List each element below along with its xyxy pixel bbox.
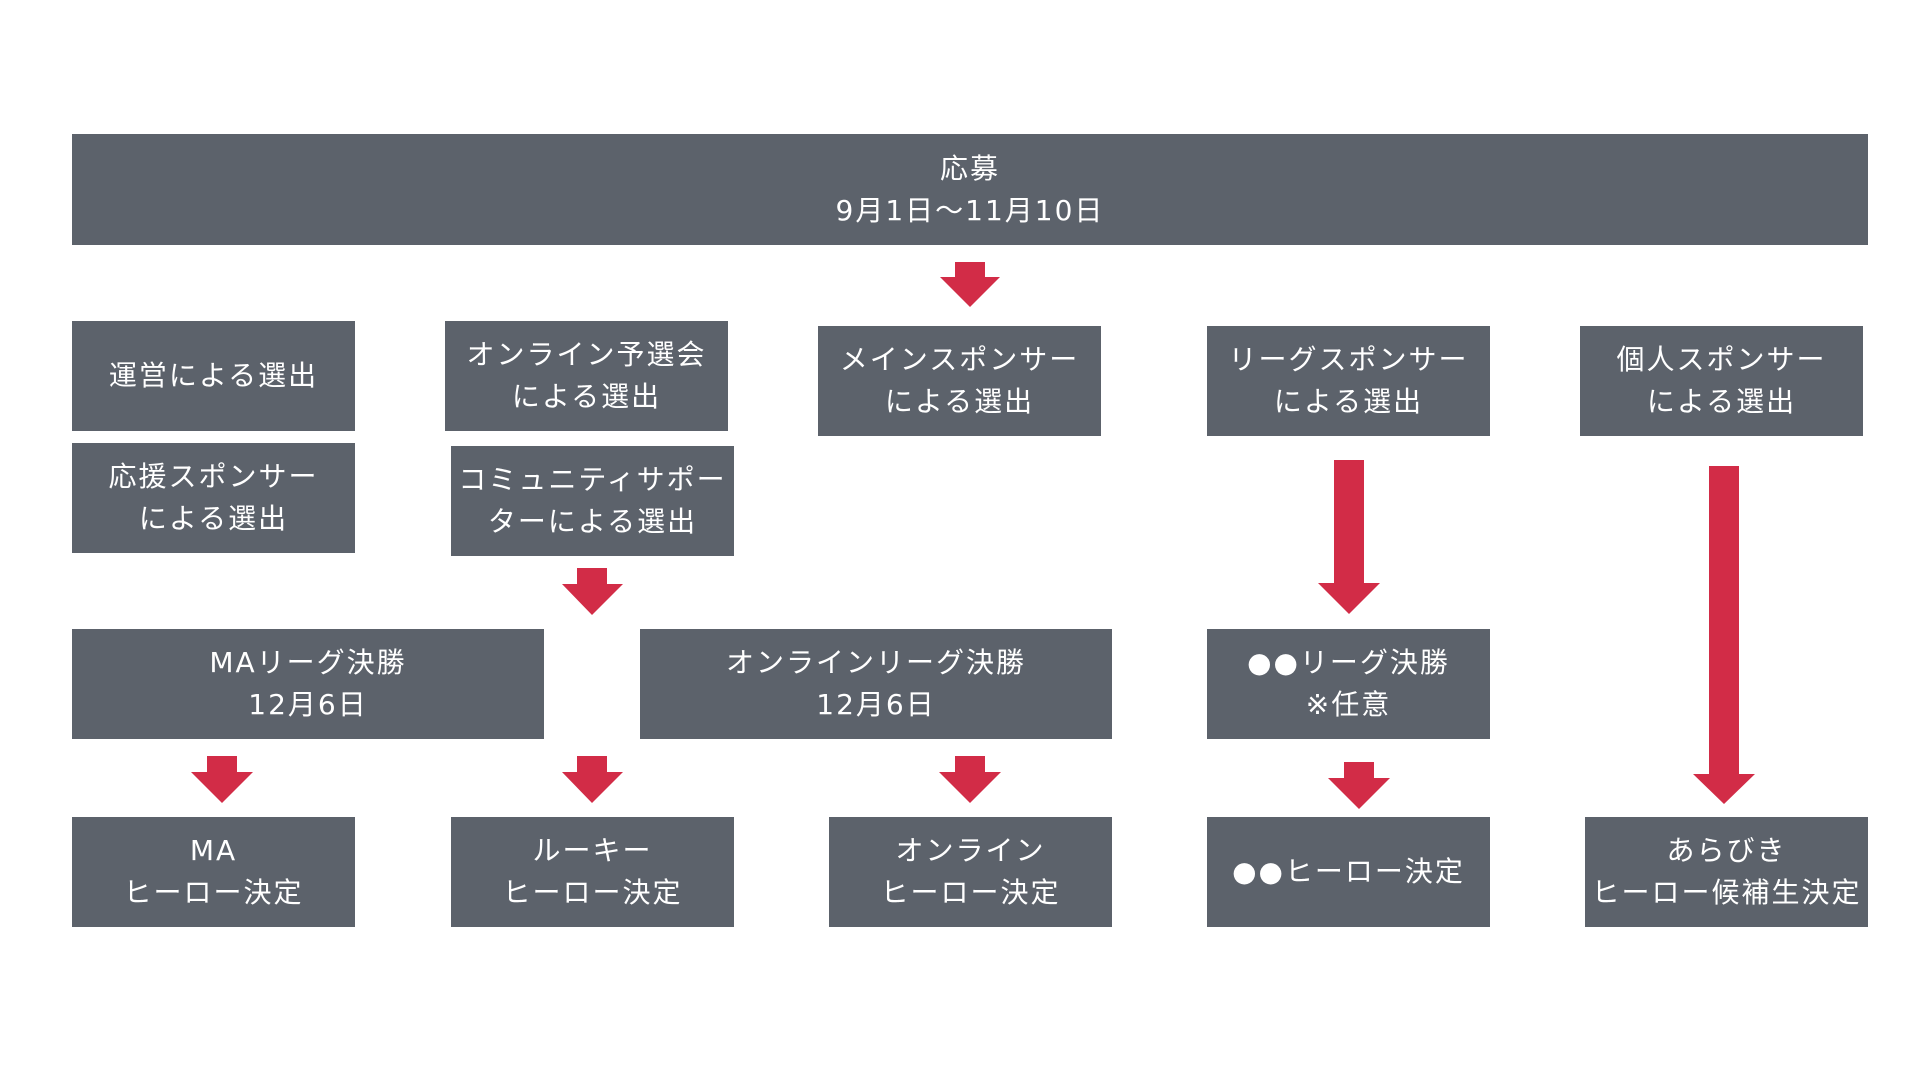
community-supporter-label-1: コミュニティサポー: [458, 463, 727, 496]
rookie-hero-label-2: ヒーロー決定: [502, 876, 683, 909]
arrow-community-down-icon: [562, 568, 623, 615]
league-sponsor-label-1: リーグスポンサー: [1228, 343, 1469, 376]
support-sponsor-label-1: 応援スポンサー: [108, 460, 319, 493]
main-sponsor-selection-box: メインスポンサー による選出: [818, 326, 1101, 436]
xx-hero-label: ●●ヒーロー決定: [1232, 855, 1465, 888]
entry-title: 応募: [939, 151, 1000, 185]
arrow-league-sponsor-down-icon: [1318, 460, 1380, 614]
rookie-hero-box: ルーキー ヒーロー決定: [451, 817, 734, 927]
online-preliminary-label-2: による選出: [511, 380, 662, 413]
ma-league-final-label: MAリーグ決勝: [209, 646, 407, 679]
arabiki-hero-label-2: ヒーロー候補生決定: [1591, 876, 1862, 909]
arabiki-hero-label-1: あらびき: [1666, 834, 1787, 867]
online-league-final-label: オンラインリーグ決勝: [725, 646, 1026, 679]
online-hero-box: オンライン ヒーロー決定: [829, 817, 1112, 927]
online-league-final-date: 12月6日: [816, 688, 936, 721]
staff-selection-box: 運営による選出: [72, 321, 355, 431]
ma-hero-box: MA ヒーロー決定: [72, 817, 355, 927]
individual-sponsor-selection-box: 個人スポンサー による選出: [1580, 326, 1863, 436]
arrow-entry-down-icon: [940, 262, 1000, 307]
league-sponsor-selection-box: リーグスポンサー による選出: [1207, 326, 1490, 436]
individual-sponsor-label-1: 個人スポンサー: [1616, 343, 1827, 376]
entry-period: 9月1日～11月10日: [835, 193, 1105, 227]
online-hero-label-1: オンライン: [895, 834, 1046, 867]
arrow-rookie-down-icon: [562, 756, 623, 803]
ma-league-final-date: 12月6日: [248, 688, 368, 721]
arabiki-hero-box: あらびき ヒーロー候補生決定: [1585, 817, 1868, 927]
ma-hero-label-2: ヒーロー決定: [123, 876, 304, 909]
entry-box: 応募 9月1日～11月10日: [72, 134, 1868, 245]
league-sponsor-label-2: による選出: [1273, 385, 1424, 418]
xx-hero-box: ●●ヒーロー決定: [1207, 817, 1490, 927]
arrow-xx-down-icon: [1328, 762, 1390, 809]
arrow-online-down-icon: [939, 756, 1001, 803]
xx-league-final-label: ●●リーグ決勝: [1247, 646, 1450, 679]
community-supporter-label-2: ターによる選出: [487, 505, 698, 538]
support-sponsor-label-2: による選出: [138, 502, 289, 535]
online-hero-label-2: ヒーロー決定: [880, 876, 1061, 909]
rookie-hero-label-1: ルーキー: [532, 834, 653, 867]
online-league-final-box: オンラインリーグ決勝 12月6日: [640, 629, 1112, 739]
arrow-ma-down-icon: [191, 756, 253, 803]
xx-league-final-note: ※任意: [1305, 688, 1392, 721]
arrow-individual-sponsor-down-icon: [1693, 466, 1755, 804]
online-preliminary-label-1: オンライン予選会: [466, 338, 707, 371]
main-sponsor-label-1: メインスポンサー: [839, 343, 1080, 376]
support-sponsor-selection-box: 応援スポンサー による選出: [72, 443, 355, 553]
online-preliminary-box: オンライン予選会 による選出: [445, 321, 728, 431]
main-sponsor-label-2: による選出: [884, 385, 1035, 418]
xx-league-final-box: ●●リーグ決勝 ※任意: [1207, 629, 1490, 739]
ma-hero-label-1: MA: [189, 834, 238, 867]
ma-league-final-box: MAリーグ決勝 12月6日: [72, 629, 544, 739]
community-supporter-selection-box: コミュニティサポー ターによる選出: [451, 446, 734, 556]
individual-sponsor-label-2: による選出: [1646, 385, 1797, 418]
staff-selection-label: 運営による選出: [108, 359, 319, 392]
